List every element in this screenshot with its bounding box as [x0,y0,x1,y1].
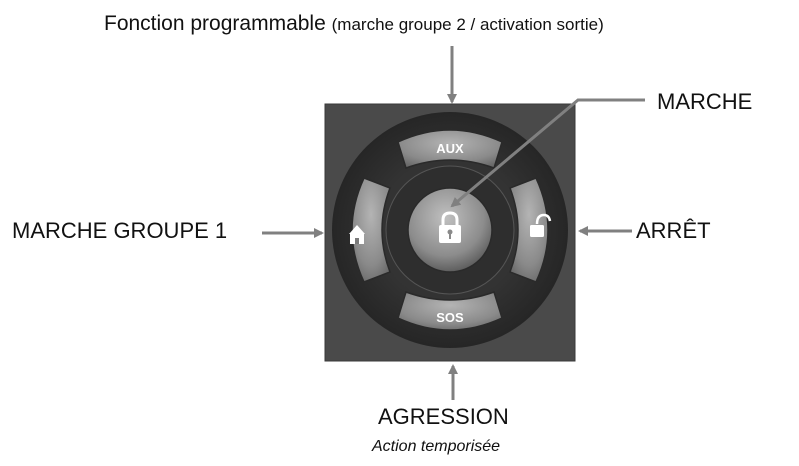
label-programmable-main: Fonction programmable [104,12,326,35]
unlock-icon [530,213,552,237]
label-action-temporisee: Action temporisée [372,438,501,455]
aux-button-label: AUX [436,141,464,156]
sos-button[interactable]: SOS [397,291,503,331]
label-arret: ARRÊT [636,218,711,243]
label-marche-groupe-1: MARCHE GROUPE 1 [12,218,228,243]
sos-button-label: SOS [436,310,464,325]
label-marche: MARCHE [657,89,753,114]
label-programmable-detail: (marche groupe 2 / activation sortie) [331,15,604,34]
label-agression: AGRESSION [378,404,509,429]
arrow-marche [450,98,645,208]
aux-button[interactable]: AUX [397,129,503,169]
marche-groupe-1-button[interactable] [349,177,391,283]
marche-button[interactable] [407,187,493,273]
home-icon [349,225,365,244]
lock-icon [439,211,461,243]
arret-button[interactable] [509,177,552,283]
label-programmable-function: Fonction programmable (marche groupe 2 /… [104,12,604,36]
